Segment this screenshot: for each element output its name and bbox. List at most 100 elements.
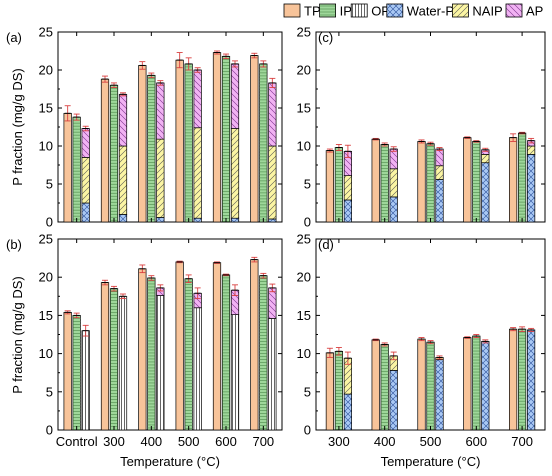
y-tick-label: 20 [297,63,311,78]
bar-TP [325,352,334,431]
category-group-300 [325,347,352,431]
bar-Water-P [268,218,277,223]
category-group-600 [212,261,240,431]
bar-TP [417,141,426,223]
bar-NAIP [193,127,202,219]
error-bar [372,137,379,141]
y-tick-label: 10 [297,139,311,154]
error-bar [510,327,517,332]
bars [63,50,277,223]
panel-label: (d) [318,237,334,252]
y-tick-label: 25 [39,25,53,40]
category-group-500 [417,337,444,431]
x-tick-label: 400 [374,434,396,449]
bar-OP [268,318,277,431]
bar-IP [109,84,119,223]
y-tick-label: 15 [297,308,311,323]
bar-Water-P [389,370,398,431]
error-bar [194,67,201,73]
bar-IP [517,132,527,223]
error-bar [251,256,258,263]
bar-IP [472,335,481,431]
bars [325,326,536,431]
bar-OP [81,330,90,431]
error-bar [73,113,80,121]
bar-TP [63,112,72,223]
error-bar [464,136,471,139]
error-bar [473,334,480,339]
bar-IP [221,274,231,431]
bar-NAIP [268,145,277,220]
bar-TP [250,55,259,223]
bar-Water-P [526,329,536,431]
y-tick-label: 25 [39,232,53,247]
bar-NAIP [343,175,352,201]
bar-OP [156,295,165,431]
bar-IP [426,143,435,223]
plot-frame [57,238,283,431]
bar-TP [175,59,184,223]
panel-label: (c) [318,30,333,45]
error-bar [82,324,89,337]
y-tick-label: 0 [46,215,53,230]
bar-IP [259,63,268,223]
category-group-700 [509,131,536,223]
error-bar [335,347,342,356]
bar-TP [212,52,222,223]
bar-IP [380,144,389,223]
bar-TP [325,150,334,223]
bar-TP [63,311,72,431]
y-tick-label: 0 [46,423,53,438]
y-tick-label: 20 [39,63,53,78]
error-bar [111,82,117,88]
error-bar [464,336,471,339]
bar-Water-P [230,217,240,223]
error-bar [82,125,89,132]
legend-label-AP: AP [526,4,543,19]
y-tick-label: 15 [297,101,311,116]
bar-AP [435,148,444,167]
error-bar [269,283,276,293]
legend-label-Water-P: Water-P [407,4,454,19]
error-bar [223,273,229,277]
y-tick-label: 5 [304,177,311,192]
bar-Water-P [481,341,490,431]
error-bar [326,148,333,153]
bar-OP [230,314,240,431]
y-tick-label: 0 [304,423,311,438]
error-bar [148,72,155,79]
error-bar [139,264,146,274]
bar-TP [371,339,380,431]
bar-IP [184,63,193,223]
y-tick-label: 10 [39,346,53,361]
y-tick-label: 5 [46,177,53,192]
error-bar [120,293,126,300]
x-tick-label: 400 [140,434,162,449]
error-bar [269,77,276,88]
bars [325,131,536,223]
error-bar [326,347,333,358]
error-bar [418,139,425,144]
error-bar [176,52,183,69]
bar-TP [138,65,147,223]
y-tick-label: 25 [297,232,311,247]
x-tick-label: 600 [465,434,487,449]
bar-AP [268,82,277,147]
bar-TP [417,338,426,431]
error-bar [214,50,220,55]
bar-NAIP [481,154,490,164]
category-group-400 [371,137,398,223]
category-group-700 [250,52,277,223]
bar-Water-P [193,217,202,223]
error-bar [436,355,443,360]
category-group-500 [175,260,202,431]
category-group-500 [417,139,444,223]
error-bar [157,284,164,292]
error-bar [418,337,425,342]
bar-IP [72,315,81,431]
error-bar [194,287,201,300]
bar-AP [118,93,128,147]
